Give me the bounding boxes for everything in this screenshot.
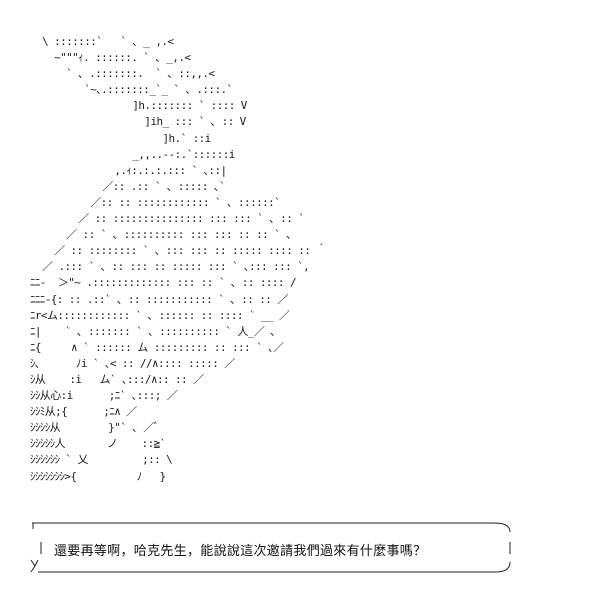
- speech-bubble: 還要再等啊，哈克先生，能說說這次邀請我們過來有什麼事嗎？: [28, 520, 514, 574]
- ascii-art-figure: \ :::::::` ` ､ _ ,.< ~"""ｨ. ::::::. ` ､ …: [30, 35, 327, 483]
- dialogue-text: 還要再等啊，哈克先生，能說說這次邀請我們過來有什麼事嗎？: [54, 544, 427, 559]
- speech-bubble-frame: [30, 522, 511, 573]
